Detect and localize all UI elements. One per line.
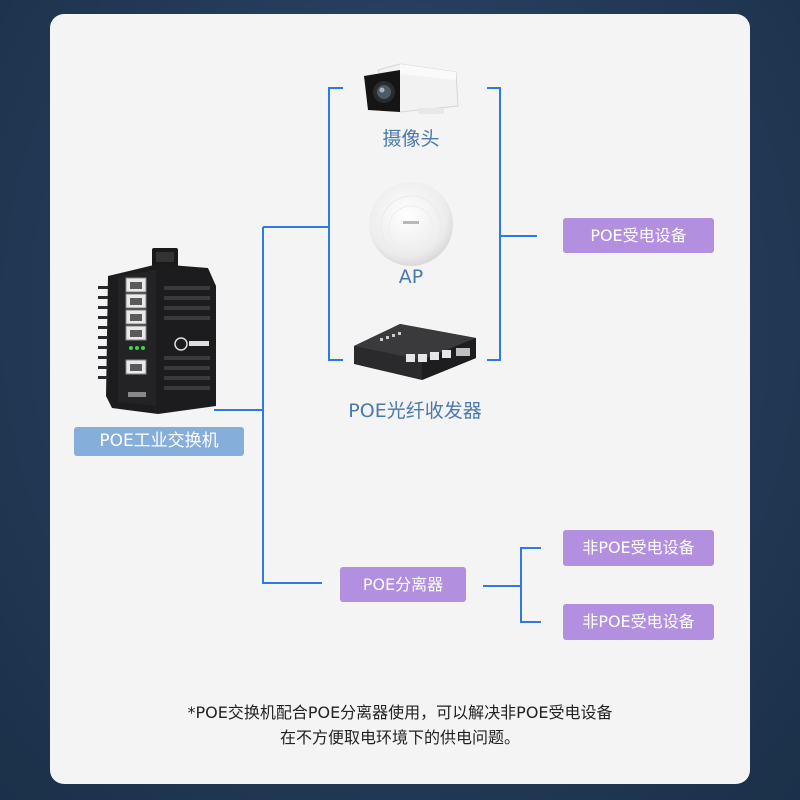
media-converter-label: POE光纤收发器 <box>348 400 482 422</box>
footnote-line-2: 在不方便取电环境下的供电问题。 <box>279 728 520 747</box>
poe-splitter-label: POE分离器 <box>340 567 466 602</box>
bullet-camera-image <box>360 60 462 116</box>
footnote-line-1: *POE交换机配合POE分离器使用，可以解决非POE受电设备 <box>187 703 613 722</box>
non-poe-device-label-2: 非POE受电设备 <box>563 604 714 640</box>
splitter-fork <box>520 547 541 623</box>
fiber-media-converter-image <box>350 318 480 384</box>
trunk-line <box>262 227 322 584</box>
non-poe-device-label-1: 非POE受电设备 <box>563 530 714 566</box>
camera-label: 摄像头 <box>382 128 440 150</box>
ceiling-access-point-image <box>367 180 455 268</box>
ap-label: AP <box>398 266 424 288</box>
footnote: *POE交换机配合POE分离器使用，可以解决非POE受电设备 在不方便取电环境下… <box>60 700 740 750</box>
right-bracket <box>487 87 501 361</box>
poe-powered-device-label: POE受电设备 <box>563 218 714 253</box>
left-bracket <box>328 87 343 361</box>
poe-industrial-switch-label: POE工业交换机 <box>74 427 244 456</box>
industrial-switch-image <box>98 246 218 416</box>
